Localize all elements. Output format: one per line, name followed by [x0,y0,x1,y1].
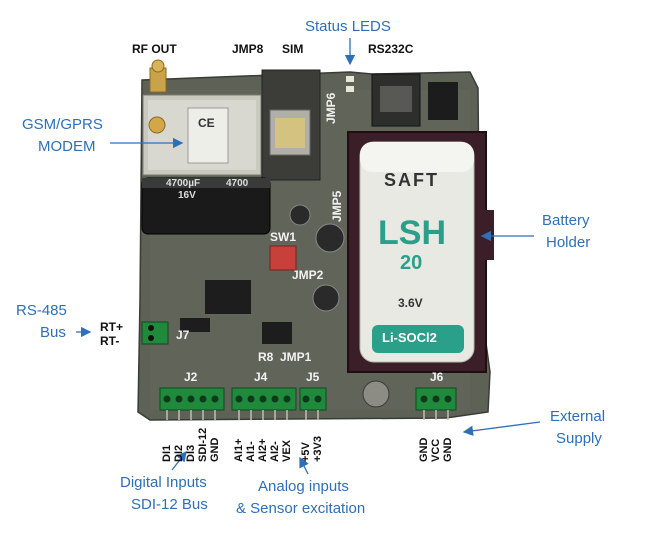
pin-label-j5-0: +5V [300,442,312,462]
rf-out-label: RF OUT [132,42,177,56]
sim-holder [261,69,321,181]
battery-voltage: 3.6V [398,296,423,310]
small-capacitor [312,284,340,312]
pin-label-j6-2: GND [442,437,454,462]
j5-label: J5 [306,370,320,384]
jmp5-label: JMP5 [330,190,344,222]
battery-holder [347,131,494,373]
rs232c-label: RS232C [368,42,414,56]
screw-j4-2 [259,395,267,403]
pin-label-j2-4: GND [209,437,221,462]
digital-arrow [171,450,187,471]
chip [180,318,210,332]
pin-label-j4-3: AI2- [269,441,281,462]
battery-holder-callout-line1: Battery [542,212,590,229]
screw-j4-3 [271,395,279,403]
jmp1-label: JMP1 [280,350,312,364]
pin-label-j2-3: SDI-12 [197,427,209,462]
rt-minus-label: RT- [100,334,120,348]
battery-chemistry: Li-SOCl2 [382,330,437,345]
rf-out-connector [149,59,167,93]
screw-j4-0 [235,395,243,403]
screw-j2-3 [199,395,207,403]
screw-j6-0 [420,395,428,403]
capacitor-rating: 4700µF [166,178,201,189]
j6-label: J6 [430,370,444,384]
digital-inputs-callout-line1: Digital Inputs [120,474,207,491]
analog-arrow [299,456,309,475]
screw-j5-1 [314,395,322,403]
jmp6-label: JMP6 [324,92,338,124]
ce-mark: CE [198,116,215,130]
j7-connector [141,321,169,345]
sim-label: SIM [282,42,304,56]
r8-label: R8 [258,350,274,364]
screw-j6-2 [444,395,452,403]
analog-inputs-callout-line1: Analog inputs [258,478,349,495]
rs485-callout-line1: RS-485 [16,302,67,319]
small-capacitor [289,204,311,226]
pin-label-j4-2: AI2+ [257,438,269,462]
screw-j5-0 [302,395,310,403]
j5-terminal [299,387,327,411]
status-leds [346,76,354,92]
small-capacitor [315,223,345,253]
pin-label-j4-4: VEX [281,439,293,462]
capacitor [141,177,271,235]
battery-holder-callout-line2: Holder [546,234,591,251]
chip [262,322,292,344]
screw-j4-4 [283,395,291,403]
external-supply-callout-line2: Supply [556,430,602,447]
analog-inputs-callout-line2: & Sensor excitation [236,500,366,517]
pin-label-j4-1: AI1- [245,441,257,462]
rt-plus-label: RT+ [100,320,124,334]
pin-label-j2-1: DI2 [173,444,185,462]
digital-inputs-callout-line2: SDI-12 Bus [131,496,208,513]
screw-j4-1 [247,395,255,403]
screw-j6-1 [432,395,440,403]
pin-label-j5-1: +3V3 [312,436,324,462]
gsm-modem-callout-line2: MODEM [38,138,96,155]
screw-j2-0 [163,395,171,403]
rs485-callout-line2: Bus [40,324,66,341]
battery-size: 20 [400,252,423,274]
external-arrow [462,421,541,436]
chip [205,280,251,314]
gsm-modem-module [142,94,262,176]
jmp8-label: JMP8 [232,42,264,56]
pin-label-j2-0: DI1 [161,444,173,462]
screw-j2-4 [211,395,219,403]
battery-brand: SAFT [384,170,439,190]
sw1-switch [269,245,297,271]
screw-j2-2 [187,395,195,403]
rs232c-connector [371,73,458,127]
pin-label-j2-2: DI3 [185,444,197,462]
status-leds-callout: Status LEDS [305,18,391,35]
battery-model: LSH [378,214,446,252]
j4-label: J4 [254,370,268,384]
gsm-modem-callout-line1: GSM/GPRS [22,116,103,133]
coin-cell [362,380,390,408]
pin-label-j4-0: AI1+ [233,438,245,462]
capacitor-rating-2: 4700 [226,178,249,189]
jmp2-label: JMP2 [292,268,324,282]
screw-j2-1 [175,395,183,403]
pin-label-j6-1: VCC [430,438,442,462]
sw1-label: SW1 [270,230,297,244]
j2-label: J2 [184,370,198,384]
capacitor-voltage: 16V [178,190,196,201]
terminal-screws [163,395,452,420]
pin-label-j6-0: GND [418,437,430,462]
j7-label: J7 [176,328,190,342]
external-supply-callout-line1: External [550,408,606,425]
